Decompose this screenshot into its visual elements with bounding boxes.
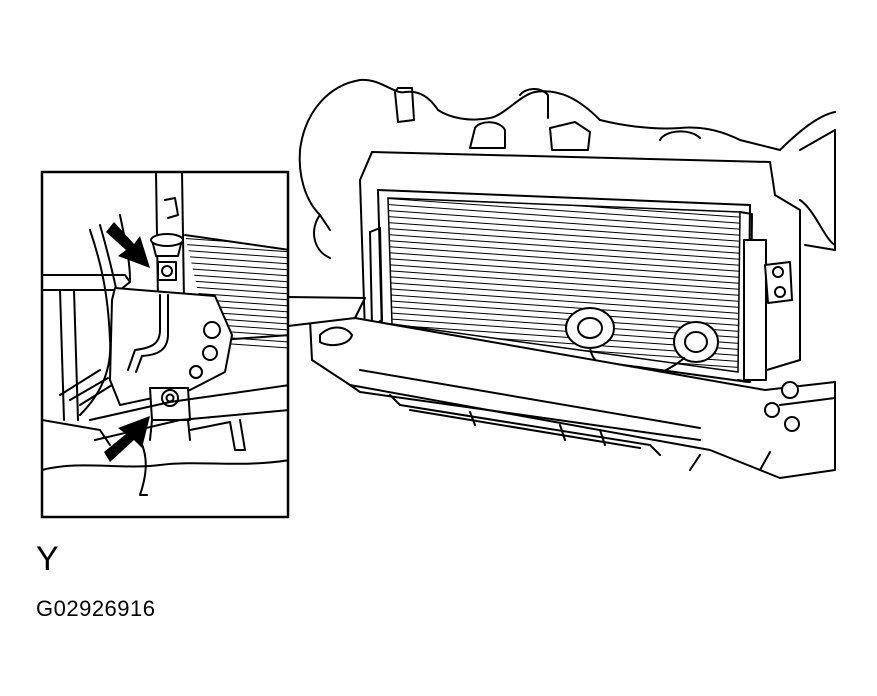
bumper-reinforcement <box>309 129 836 479</box>
vehicle-front-view <box>298 78 836 479</box>
horn-right <box>653 321 719 379</box>
figure-code-label: G02926916 <box>36 596 156 621</box>
condenser <box>369 189 767 383</box>
upper-bolt <box>150 233 184 281</box>
side-bracket <box>764 261 793 304</box>
lower-bolt-arrow <box>104 416 150 462</box>
view-letter-label: Y <box>36 540 59 578</box>
detail-inset <box>40 170 290 519</box>
engine-bay-outline <box>298 78 836 259</box>
upper-bolt-arrow <box>106 222 150 268</box>
